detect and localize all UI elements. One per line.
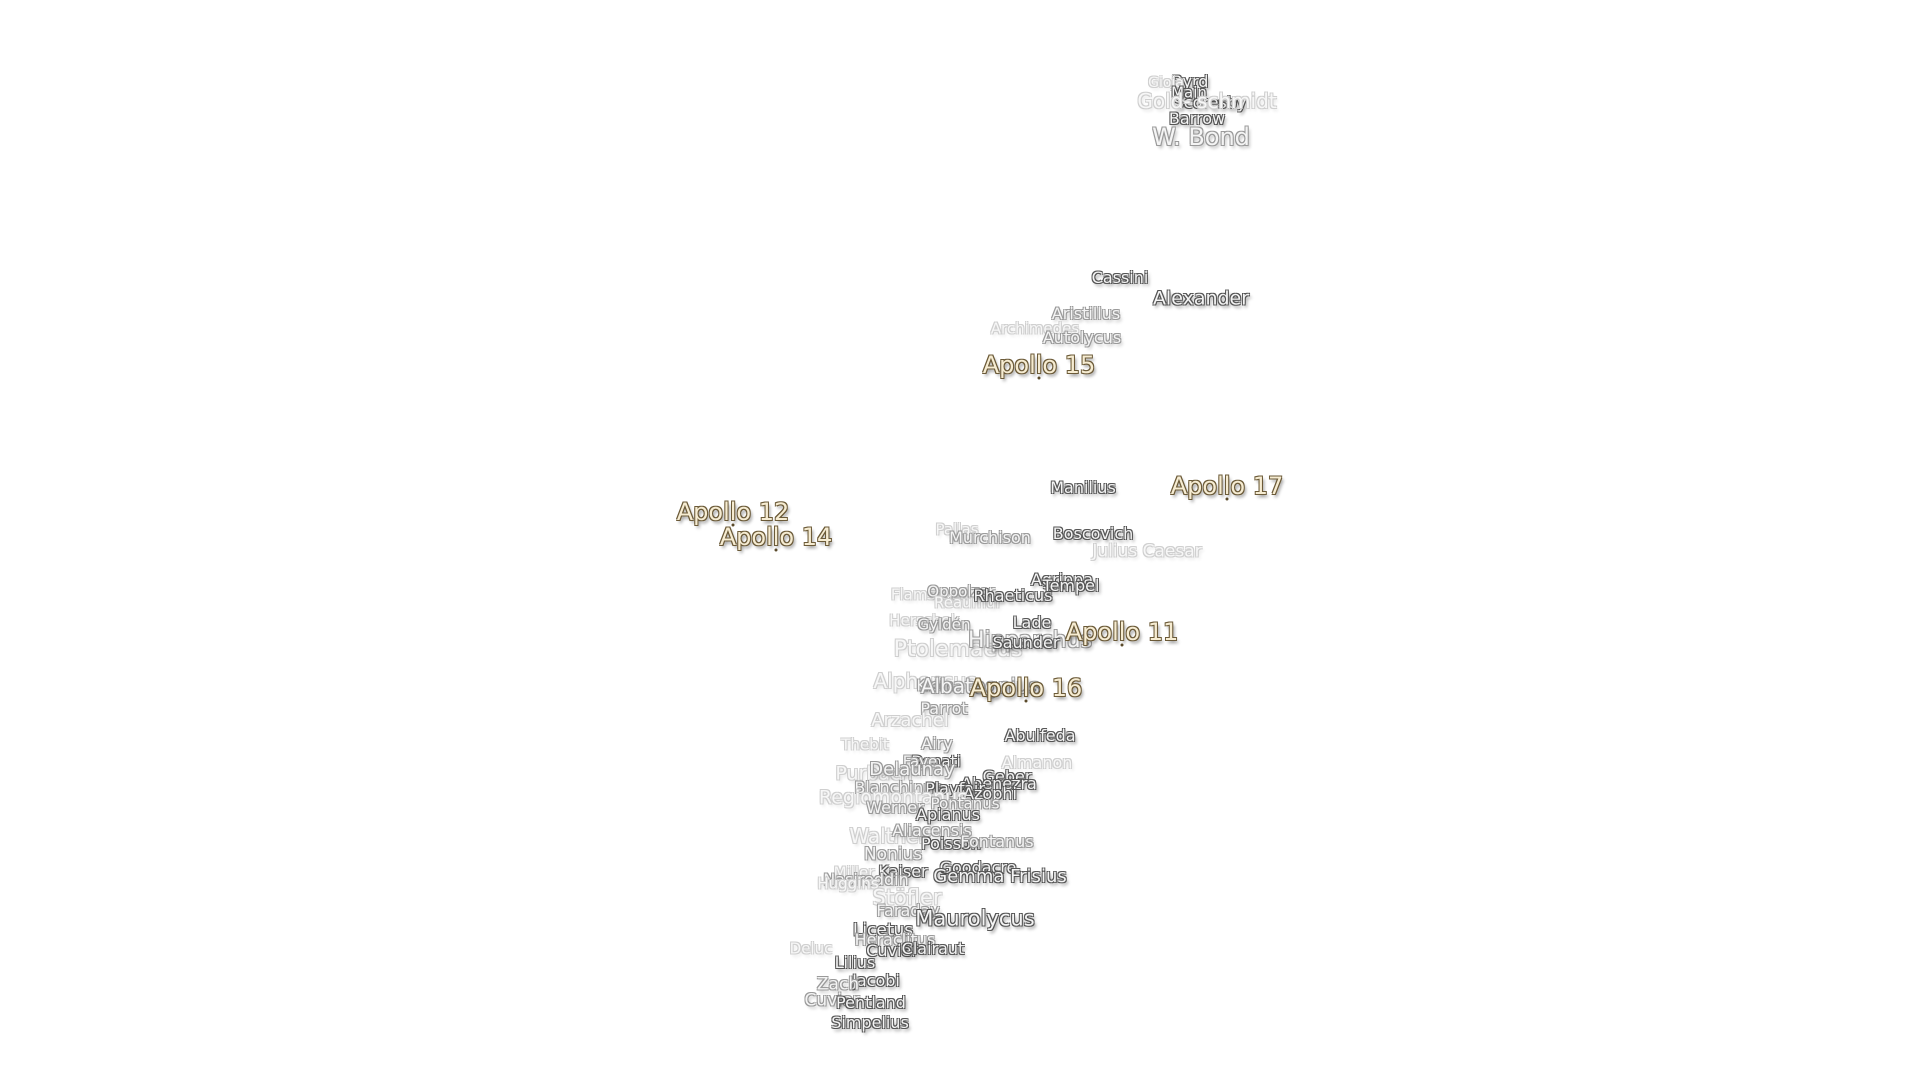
crater-label-almanon[interactable]: Almanon [1001, 753, 1073, 772]
crater-label-rhaeticus[interactable]: Rhaeticus [973, 586, 1053, 605]
crater-label-parrot[interactable]: Parrot [920, 699, 968, 718]
crater-label-geber[interactable]: Geber [982, 767, 1032, 786]
crater-label-donati[interactable]: Donati [911, 752, 961, 771]
crater-label-herschel[interactable]: Herschel [889, 611, 955, 630]
crater-label-azophi[interactable]: Azophi [963, 784, 1017, 803]
crater-label-fontanus[interactable]: Fontanus [960, 832, 1034, 851]
crater-label-ptolemaeus[interactable]: Ptolemaeus [893, 637, 1023, 662]
crater-label-murchison[interactable]: Murchison [949, 528, 1031, 547]
apollo-site-label-apollo-15[interactable]: Apollo 15 [982, 351, 1096, 379]
crater-label-cassini[interactable]: Cassini [1091, 268, 1149, 287]
crater-label-aristillus[interactable]: Aristillus [1051, 304, 1121, 323]
crater-label-st-fler[interactable]: Stöfler [872, 885, 942, 910]
crater-label-cuvier[interactable]: Cuvier [866, 941, 918, 960]
crater-label-deluc[interactable]: Deluc [789, 939, 833, 958]
crater-label-pentland[interactable]: Pentland [836, 993, 906, 1012]
landing-site-marker [1037, 376, 1041, 380]
crater-label-heraclitus[interactable]: Heraclitus [854, 930, 936, 949]
apollo-site-label-apollo-11[interactable]: Apollo 11 [1065, 618, 1179, 646]
apollo-site-label-apollo-12[interactable]: Apollo 12 [676, 498, 790, 526]
crater-label-gemma-frisius[interactable]: Gemma Frisius [933, 866, 1067, 887]
crater-label-byrd[interactable]: Byrd [1171, 72, 1209, 91]
crater-label-maurolycus[interactable]: Maurolycus [915, 906, 1035, 931]
crater-label-cuvier[interactable]: Cuvier [804, 990, 860, 1011]
crater-label-gioja[interactable]: Gioja [1148, 75, 1184, 91]
crater-label-arzachel[interactable]: Arzachel [871, 710, 949, 731]
crater-label-faraday[interactable]: Faraday [876, 901, 940, 920]
crater-label-purbach[interactable]: Purbach [835, 762, 913, 785]
crater-label-julius-caesar[interactable]: Julius Caesar [1092, 541, 1202, 562]
crater-label-jacobi[interactable]: Jacobi [852, 971, 900, 990]
crater-label-lade[interactable]: Lade [1012, 613, 1052, 632]
crater-label-playfair[interactable]: Playfair [925, 779, 985, 798]
crater-label-miller[interactable]: Miller [833, 863, 875, 882]
crater-label-flamsteed[interactable]: Flamsteed [890, 585, 970, 604]
crater-label-autolycus[interactable]: Autolycus [1042, 328, 1122, 347]
crater-label-thebit[interactable]: Thebit [841, 735, 889, 754]
apollo-site-label-apollo-14[interactable]: Apollo 14 [719, 523, 833, 551]
crater-label-gold-schmidt[interactable]: Gold- schmidt [1137, 89, 1277, 113]
crater-label-zach[interactable]: Zach [816, 974, 860, 995]
crater-label-w-bond[interactable]: W. Bond [1152, 123, 1250, 151]
crater-label-abenezra[interactable]: Abenezra [961, 774, 1037, 793]
crater-label-simpelius[interactable]: Simpelius [831, 1013, 909, 1032]
landing-site-marker [731, 523, 735, 527]
crater-label-goodacre[interactable]: Goodacre [939, 858, 1017, 877]
crater-label-faye[interactable]: Faye [902, 752, 938, 771]
crater-label-hipparchus[interactable]: Hipparchus [967, 628, 1093, 653]
crater-label-gyld-n[interactable]: Gyldén [917, 615, 971, 634]
crater-label-kaiser[interactable]: Kaiser [878, 862, 928, 881]
apollo-site-label-apollo-17[interactable]: Apollo 17 [1170, 472, 1284, 500]
crater-label-alexander[interactable]: Alexander [1152, 287, 1250, 310]
crater-label-airy[interactable]: Airy [921, 734, 953, 753]
crater-label-archimedes[interactable]: Archimedes [990, 319, 1080, 338]
crater-label-huggins[interactable]: Huggins [817, 874, 879, 893]
crater-label-boscovich[interactable]: Boscovich [1052, 524, 1134, 543]
crater-label-pontanus[interactable]: Pontanus [930, 794, 1000, 813]
landing-site-marker [1225, 497, 1229, 501]
crater-label-alphonsus[interactable]: Alphonsus [873, 669, 977, 693]
crater-label-manilius[interactable]: Manilius [1050, 478, 1116, 497]
crater-label-agrippa[interactable]: Agrippa [1030, 570, 1094, 589]
crater-label-main[interactable]: Main [1171, 83, 1207, 102]
crater-label-abulfeda[interactable]: Abulfeda [1004, 726, 1076, 745]
crater-label-blanchinus[interactable]: Blanchinus [854, 778, 942, 797]
crater-label-walther[interactable]: Walther [849, 824, 927, 848]
crater-label-nasireddin[interactable]: Nasireddin [823, 870, 909, 889]
crater-label-lilius[interactable]: Lilius [834, 953, 876, 972]
crater-label-r-aumur[interactable]: Réaumur [934, 593, 1002, 612]
crater-label-apianus[interactable]: Apianus [916, 805, 980, 824]
crater-label-saunder[interactable]: Saunder [992, 633, 1060, 652]
crater-label-delaunay[interactable]: Delaunay [869, 759, 955, 780]
crater-label-licetus[interactable]: Licetus [852, 920, 914, 941]
landing-site-marker [774, 548, 778, 552]
landing-site-marker [1024, 699, 1028, 703]
crater-label-albategnius[interactable]: Albategnius [920, 674, 1040, 698]
crater-label-clairaut[interactable]: Clairaut [901, 939, 965, 958]
crater-label-pallas[interactable]: Pallas [935, 520, 979, 539]
crater-label-aliacensis[interactable]: Aliacensis [892, 821, 972, 840]
apollo-site-label-apollo-16[interactable]: Apollo 16 [969, 674, 1083, 702]
crater-label-werner[interactable]: Werner [866, 798, 924, 817]
crater-label-regiomontanus[interactable]: Regiomontanus [818, 786, 968, 809]
crater-label-klein[interactable]: Klein [916, 676, 954, 695]
crater-label-scoresby[interactable]: Scoresby [1173, 93, 1247, 112]
crater-label-barrow[interactable]: Barrow [1168, 109, 1226, 128]
crater-label-tempel[interactable]: Tempel [1042, 576, 1100, 595]
crater-label-oppolzer[interactable]: Oppolzer [927, 582, 995, 601]
landing-site-marker [1120, 643, 1124, 647]
crater-label-nonius[interactable]: Nonius [863, 844, 923, 865]
crater-label-poisson[interactable]: Poisson [921, 834, 981, 853]
